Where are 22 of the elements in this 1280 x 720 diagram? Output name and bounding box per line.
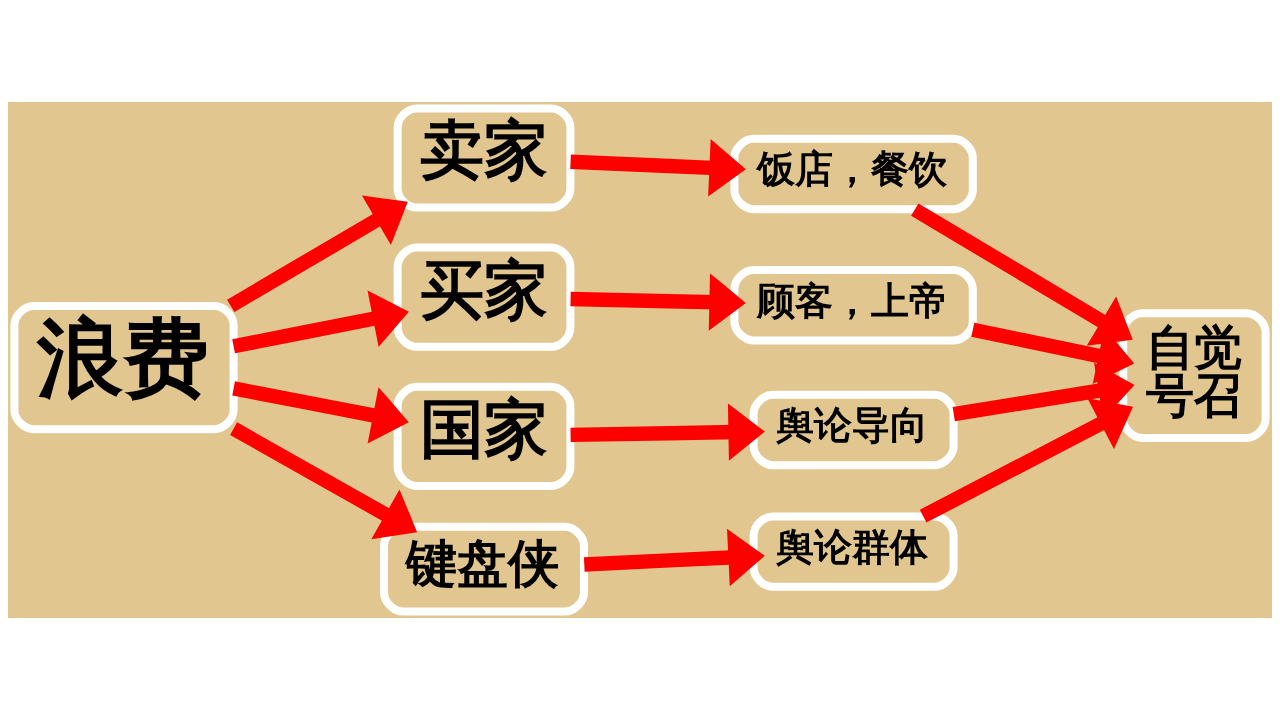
arrow [230,422,418,540]
node-box: 顾客，上帝 [730,266,977,345]
node-box: 键盘侠 [380,522,588,616]
node-box: 买家 [393,243,575,351]
arrow [952,362,1135,422]
node-box: 浪费 [10,302,238,434]
arrow [232,381,409,444]
arrow [583,528,765,587]
node-box: 舆论导向 [749,390,958,470]
node-box: 自觉号召 [1119,309,1270,442]
arrow [971,322,1135,385]
arrow [227,195,408,313]
node-box: 国家 [393,382,575,490]
arrow [919,398,1133,523]
arrow [232,290,409,354]
node-box: 卖家 [393,104,575,212]
arrow [570,273,746,331]
arrow [911,203,1133,346]
node-box: 舆论群体 [749,512,958,591]
arrow [570,403,765,461]
arrow [570,139,746,197]
node-box: 饭店，餐饮 [730,134,977,214]
